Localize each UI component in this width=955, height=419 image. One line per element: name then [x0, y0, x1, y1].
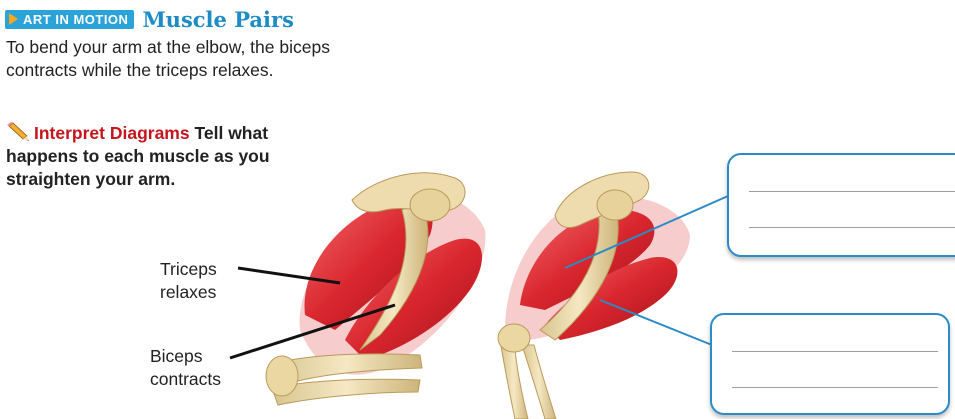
- write-line: [749, 227, 955, 228]
- upper-answer-box[interactable]: [727, 153, 955, 257]
- lower-answer-box[interactable]: [710, 313, 950, 415]
- write-line: [749, 191, 955, 192]
- biceps-callout: Biceps contracts: [150, 345, 221, 391]
- biceps-callout-line2: contracts: [150, 368, 221, 391]
- triceps-callout-line1: Triceps: [160, 258, 217, 281]
- triceps-callout-line2: relaxes: [160, 281, 217, 304]
- write-line: [732, 387, 938, 388]
- triceps-callout: Triceps relaxes: [160, 258, 217, 304]
- straight-arm: [498, 172, 690, 419]
- bent-arm: [266, 173, 485, 405]
- write-line: [732, 351, 938, 352]
- biceps-callout-line1: Biceps: [150, 345, 221, 368]
